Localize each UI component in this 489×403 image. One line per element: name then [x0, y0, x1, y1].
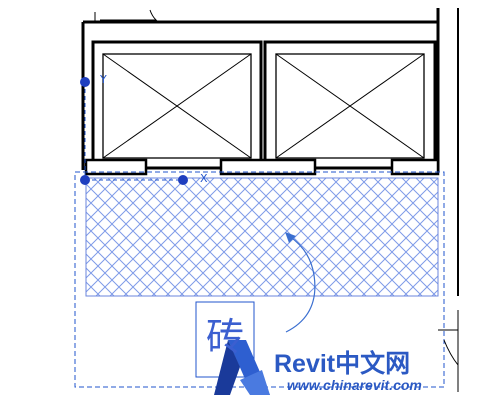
revit-logo-icon [214, 340, 270, 395]
origin-grip[interactable] [80, 175, 90, 185]
shaft-door-jambs [84, 158, 440, 176]
axis-y-grip[interactable] [80, 77, 90, 87]
elevator-shaft-left[interactable] [91, 40, 263, 170]
door-swing-top [94, 9, 158, 22]
axis-x-grip[interactable] [178, 175, 188, 185]
right-door-swing [438, 329, 459, 366]
wall-lines [81, 8, 459, 392]
hatched-floor-region[interactable] [85, 177, 439, 297]
axis-x-label: X [200, 172, 208, 185]
rotate-arrow-icon[interactable] [285, 235, 316, 333]
watermark-url: www.chinarevit.com [287, 377, 422, 393]
watermark-brand: Revit中文网 [274, 350, 411, 378]
material-symbol: 砖 [206, 315, 245, 359]
elevator-shaft-right[interactable] [263, 40, 437, 170]
axis-y-label: Y [100, 73, 107, 86]
